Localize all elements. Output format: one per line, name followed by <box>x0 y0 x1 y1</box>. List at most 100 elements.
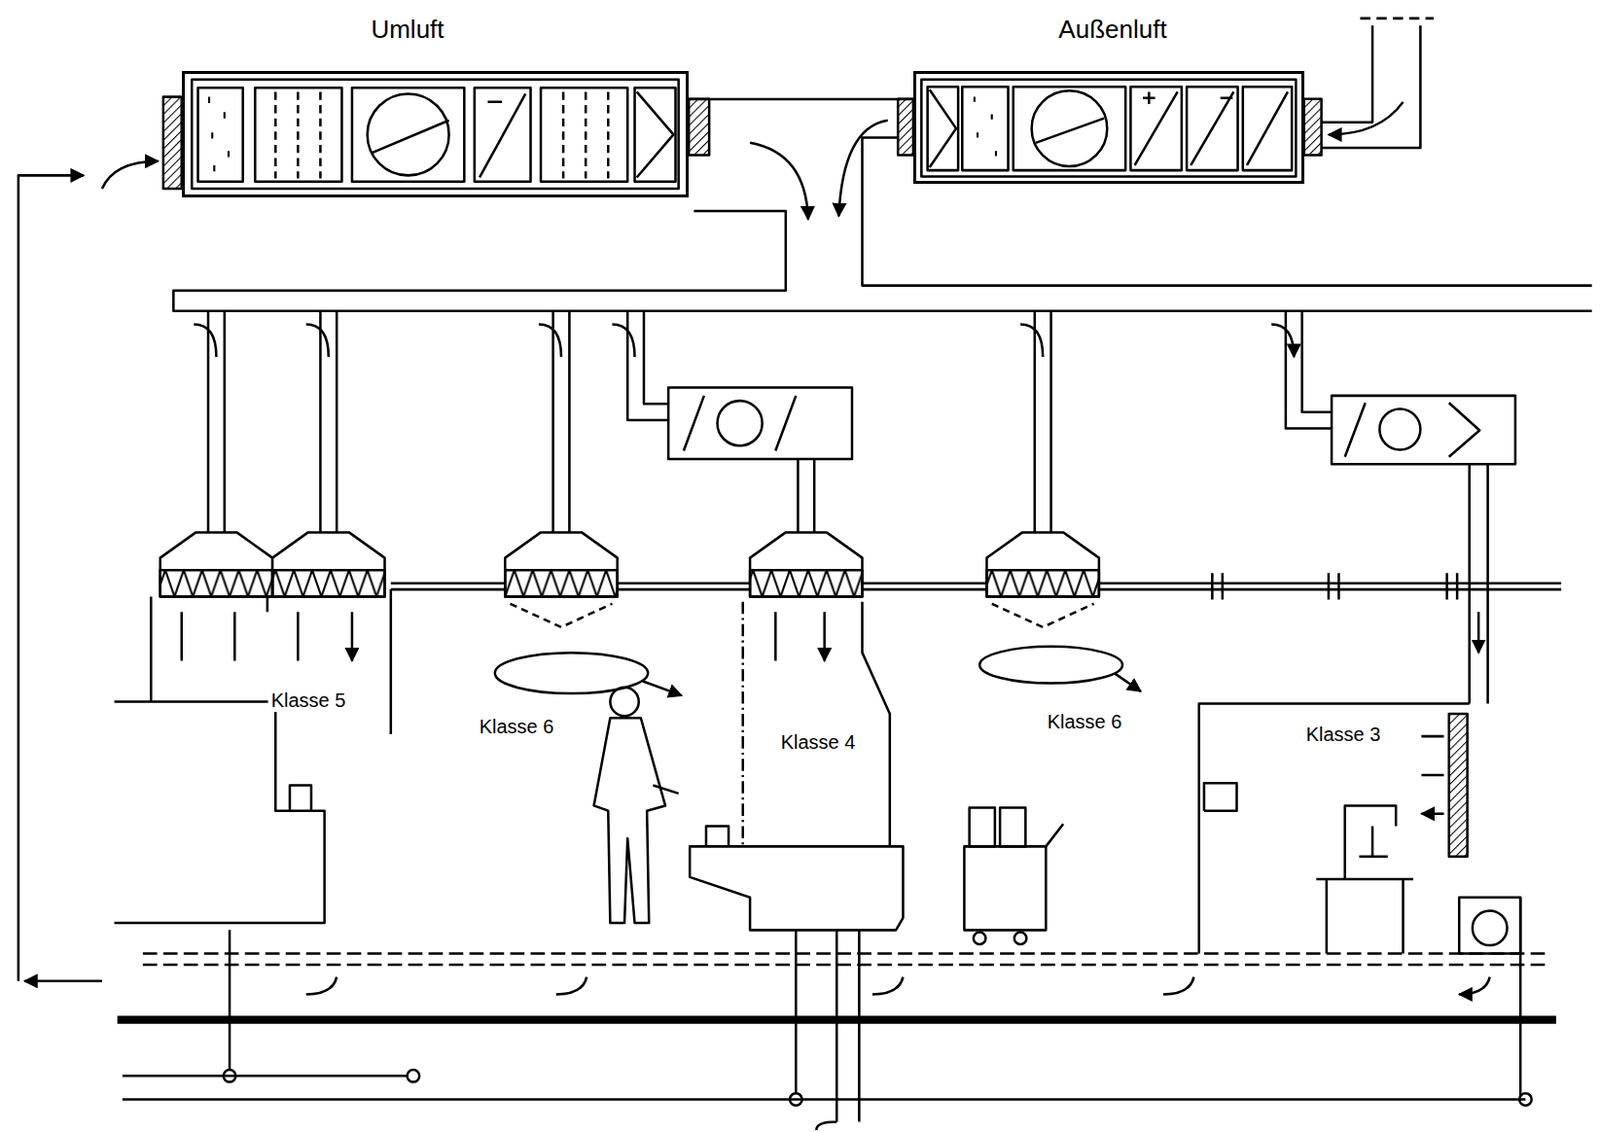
unit-heading: Umluft <box>370 14 444 45</box>
enclosure-wall <box>861 602 889 848</box>
pipework <box>122 929 1527 1100</box>
filter-hoods <box>160 532 1100 597</box>
hepa-filter <box>504 569 617 597</box>
drop-duct <box>208 311 1052 534</box>
inlet-damper <box>1304 99 1322 156</box>
coil-diagonal <box>1246 91 1288 166</box>
hepa-hood <box>160 532 273 597</box>
coil-lines <box>563 91 608 178</box>
flow-arrow <box>749 142 809 220</box>
curtain-wall <box>150 589 392 735</box>
laminar-arrow <box>775 611 824 661</box>
humidifier <box>1243 86 1292 171</box>
filter-v <box>929 89 957 168</box>
outside-air-intake <box>1321 25 1422 148</box>
class-label: Klasse 5 <box>268 688 350 712</box>
lamp <box>1204 782 1238 811</box>
fan-filter-unit <box>668 387 853 459</box>
cart-handle <box>1045 823 1064 847</box>
filter-section <box>927 86 959 171</box>
flow-arrow <box>1114 673 1141 692</box>
coil-diagonal <box>1190 91 1234 166</box>
unit-inner-casing <box>191 79 678 189</box>
heater-coil <box>474 87 532 181</box>
cooler-coil <box>540 87 628 181</box>
diffuser <box>510 604 613 628</box>
container <box>969 808 996 848</box>
hepa-hood <box>272 532 385 597</box>
filter-v <box>637 91 675 178</box>
fan-wheel <box>367 93 450 176</box>
return-arrow <box>306 977 1491 996</box>
fan-blade <box>371 120 450 154</box>
flow-arrow <box>193 323 1294 357</box>
return-line <box>18 175 84 981</box>
class-label: Klasse 6 <box>476 714 558 739</box>
hepa-hood <box>986 532 1099 597</box>
drop-duct <box>1285 311 1489 705</box>
curtain-wall <box>741 602 745 848</box>
air-handling-unit: Außenluft <box>913 71 1305 184</box>
hepa-hood <box>504 532 617 597</box>
pipe-joint <box>1519 1093 1532 1106</box>
flow-arrow <box>1477 611 1481 653</box>
fan-wheel <box>1472 910 1508 946</box>
hepa-filter <box>1449 713 1468 857</box>
coil-diagonal <box>1345 402 1480 458</box>
coil-diagonal <box>479 93 526 178</box>
fan-wheel <box>1031 90 1108 167</box>
class-label: Klasse 6 <box>1044 710 1126 734</box>
class-label: Klasse 3 <box>1303 722 1385 747</box>
laminar-arrow <box>181 611 353 661</box>
pipe-joint <box>789 1093 803 1106</box>
return-line <box>24 980 103 984</box>
cooler-coil <box>1186 86 1238 171</box>
container <box>999 808 1026 848</box>
pipe-joint <box>407 1069 421 1083</box>
cooler-coil <box>254 87 342 181</box>
coil-lines <box>275 91 320 178</box>
lamp <box>706 825 729 847</box>
fan-wheel <box>1379 409 1421 451</box>
supply-duct <box>861 138 1592 286</box>
flow-arrow <box>1328 102 1404 136</box>
workbench <box>114 701 325 924</box>
air-handling-unit: Umluft <box>181 71 689 198</box>
hepa-filter <box>272 569 385 597</box>
outlet-damper <box>688 99 710 156</box>
coil-diagonal <box>683 395 796 452</box>
supply-duct <box>173 211 1592 312</box>
duct-connection <box>688 98 914 102</box>
hepa-filter <box>986 569 1099 597</box>
inlet-damper <box>163 97 182 189</box>
person <box>594 717 679 924</box>
diffuser <box>992 604 1095 628</box>
class-label: Klasse 4 <box>778 730 859 754</box>
unit-inner-casing <box>921 79 1296 178</box>
flow-arrow <box>1421 736 1444 815</box>
fan-wheel <box>717 400 763 446</box>
flow-arrow <box>642 680 682 696</box>
filter-section <box>961 86 1008 171</box>
floor-slab <box>117 1015 1557 1024</box>
outlet-damper <box>897 99 914 156</box>
cart <box>963 846 1046 930</box>
unit-heading: Außenluft <box>1058 14 1167 45</box>
hepa-hood <box>749 532 862 597</box>
fan-filter-unit <box>1331 395 1516 464</box>
cart-wheel <box>1014 931 1028 945</box>
raised-floor <box>142 953 1552 965</box>
return-pipe <box>1519 897 1523 1097</box>
prefilter <box>198 87 244 181</box>
hepa-filter <box>160 569 273 597</box>
intake-cap <box>1359 17 1434 21</box>
workbench <box>689 846 903 930</box>
microscope <box>1315 805 1414 954</box>
cart-wheel <box>973 931 987 945</box>
flow-arrow <box>102 161 159 189</box>
filter-dots <box>209 97 229 173</box>
coil-diagonal <box>1135 91 1178 166</box>
